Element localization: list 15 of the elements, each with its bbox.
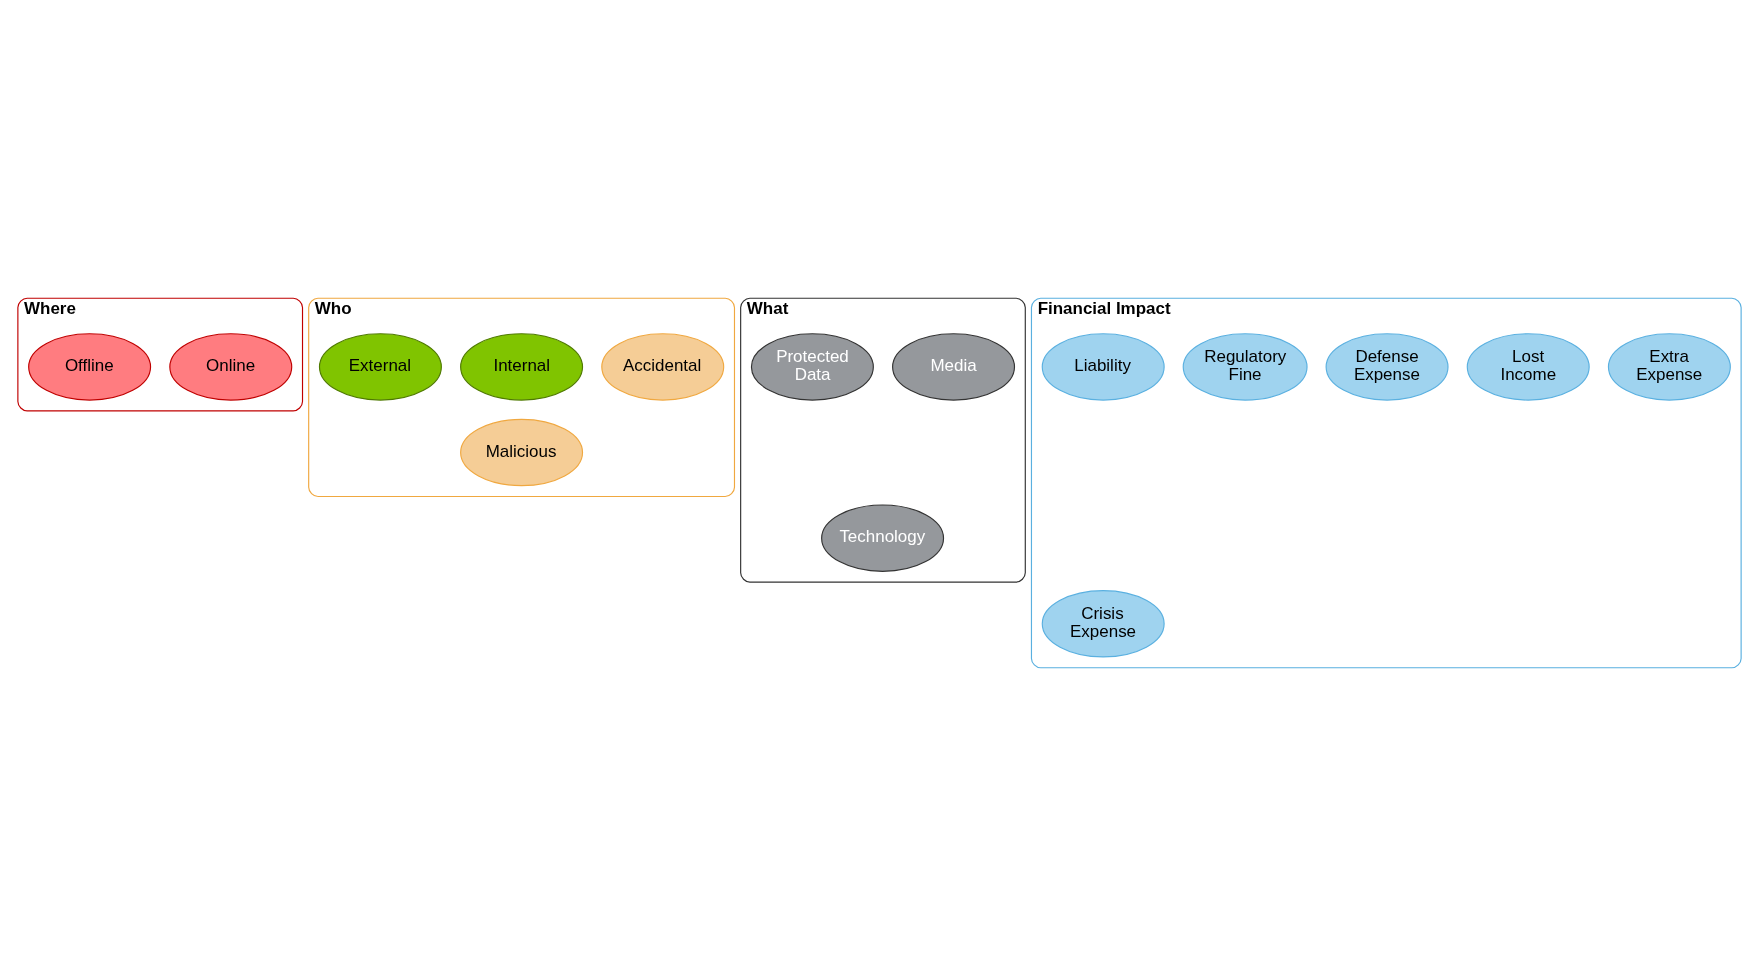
node-ellipse: Liability bbox=[1041, 332, 1165, 401]
node-ellipse: Protected Data bbox=[750, 332, 874, 401]
node-ellipse: Malicious bbox=[460, 418, 584, 486]
node-ellipse: Crisis Expense bbox=[1041, 589, 1165, 658]
node-ellipse: Media bbox=[892, 332, 1016, 401]
node-ellipse: Online bbox=[169, 332, 293, 401]
node-ellipse: Extra Expense bbox=[1607, 332, 1731, 401]
node-ellipse: External bbox=[318, 332, 442, 401]
node-ellipse: Lost Income bbox=[1466, 332, 1590, 401]
node-ellipse: Internal bbox=[460, 332, 584, 401]
node-ellipse: Regulatory Fine bbox=[1182, 332, 1308, 401]
node-ellipse: Defense Expense bbox=[1325, 332, 1449, 401]
node-ellipse: Technology bbox=[821, 503, 945, 572]
node-ellipse: Accidental bbox=[601, 332, 725, 401]
node-ellipse: Offline bbox=[28, 332, 152, 401]
